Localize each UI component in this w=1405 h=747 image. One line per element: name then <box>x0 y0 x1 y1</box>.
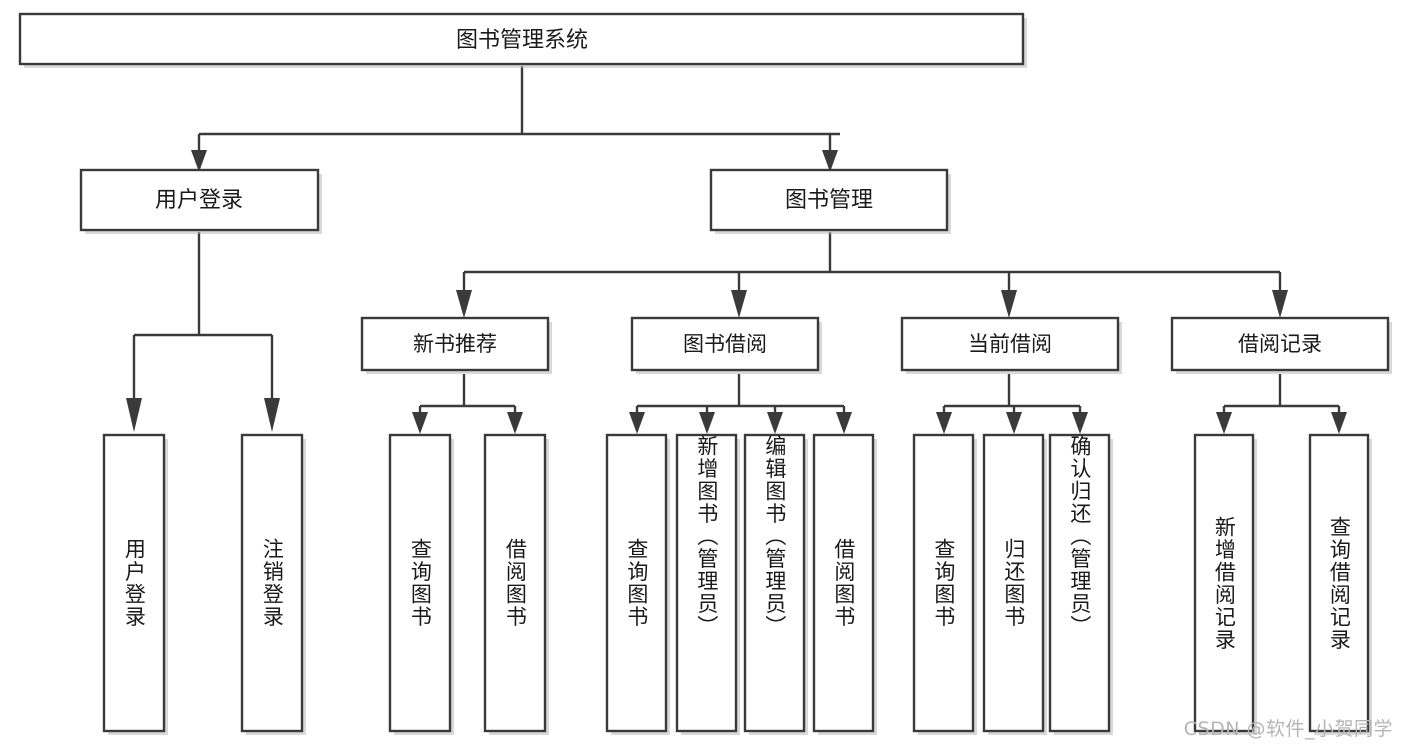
node-leaf-query-book-3[interactable] <box>912 433 977 735</box>
node-leaf-confirm-return-box <box>1048 433 1111 733</box>
node-root[interactable]: 图书管理系统 <box>18 12 1027 68</box>
node-current-borrow[interactable]: 当前借阅 <box>900 316 1122 374</box>
connectors-group <box>126 66 1347 434</box>
arrow-head-leaf-user-logout <box>264 398 280 432</box>
node-new-book-rec[interactable]: 新书推荐 <box>360 316 552 374</box>
arrow-head-leaf-add-book <box>699 412 715 434</box>
node-book-borrow[interactable]: 图书借阅 <box>630 316 822 374</box>
node-book-manage-label: 图书管理 <box>785 188 873 213</box>
arrow-head-leaf-query-book-2 <box>629 412 645 434</box>
arrow-head-leaf-query-record <box>1331 412 1347 434</box>
node-leaf-query-book-2-box <box>605 433 668 733</box>
node-current-borrow-box <box>900 316 1120 372</box>
arrow-head-leaf-borrow-book-1 <box>507 412 523 434</box>
node-leaf-query-book-2[interactable] <box>605 433 670 735</box>
node-leaf-query-book-1-box <box>388 433 452 733</box>
node-book-manage-box <box>709 168 949 232</box>
arrow-head-leaf-borrow-book-2 <box>836 412 852 434</box>
arrow-head-new-book-rec <box>456 290 472 318</box>
node-leaf-query-book-3-box <box>912 433 975 733</box>
arrow-head-borrow-record <box>1272 290 1288 318</box>
node-leaf-return-book[interactable] <box>982 433 1047 735</box>
node-leaf-add-record[interactable] <box>1193 433 1257 735</box>
node-root-box <box>18 12 1025 66</box>
arrow-head-leaf-confirm-return <box>1072 412 1088 434</box>
arrow-head-leaf-query-book-1 <box>412 412 428 434</box>
node-leaf-add-record-box <box>1193 433 1255 733</box>
arrow-head-user-login <box>191 150 207 172</box>
arrow-head-leaf-user-login <box>126 398 142 432</box>
arrow-head-leaf-add-record <box>1216 412 1232 434</box>
node-user-login[interactable]: 用户登录 <box>79 168 322 234</box>
node-borrow-record[interactable]: 借阅记录 <box>1170 316 1392 374</box>
node-borrow-record-label: 借阅记录 <box>1238 332 1322 356</box>
arrow-head-book-manage <box>822 150 838 172</box>
node-new-book-rec-box <box>360 316 550 372</box>
node-leaf-user-login[interactable] <box>102 433 168 735</box>
node-leaf-borrow-book-2[interactable] <box>812 433 877 735</box>
arrow-head-current-borrow <box>1001 290 1017 318</box>
node-leaf-edit-book-box <box>743 433 806 733</box>
arrow-head-book-borrow <box>731 290 747 318</box>
node-leaf-query-record-box <box>1308 433 1370 733</box>
node-leaf-add-book[interactable] <box>675 433 740 735</box>
csdn-watermark: CSDN @软件_小贺同学 <box>1183 718 1393 740</box>
node-book-manage[interactable]: 图书管理 <box>709 168 951 234</box>
node-leaf-query-book-1[interactable] <box>388 433 454 735</box>
node-user-login-label: 用户登录 <box>155 188 243 213</box>
node-leaf-user-logout[interactable] <box>240 433 306 735</box>
node-leaf-edit-book[interactable] <box>743 433 808 735</box>
node-root-label: 图书管理系统 <box>456 28 588 53</box>
arrow-head-leaf-return-book <box>1006 412 1022 434</box>
leaf-boxes-group <box>102 433 1372 735</box>
node-leaf-confirm-return[interactable] <box>1048 433 1113 735</box>
node-new-book-rec-label: 新书推荐 <box>413 332 497 356</box>
node-leaf-user-login-box <box>102 433 166 733</box>
node-leaf-borrow-book-1-box <box>483 433 547 733</box>
node-book-borrow-box <box>630 316 820 372</box>
arrow-head-leaf-query-book-3 <box>936 412 952 434</box>
node-book-borrow-label: 图书借阅 <box>683 332 767 356</box>
node-user-login-box <box>79 168 320 232</box>
node-leaf-user-logout-box <box>240 433 304 733</box>
node-leaf-query-record[interactable] <box>1308 433 1372 735</box>
node-borrow-record-box <box>1170 316 1390 372</box>
node-leaf-borrow-book-2-box <box>812 433 875 733</box>
node-leaf-return-book-box <box>982 433 1045 733</box>
arrow-head-leaf-edit-book <box>767 412 783 434</box>
node-leaf-borrow-book-1[interactable] <box>483 433 549 735</box>
node-leaf-add-book-box <box>675 433 738 733</box>
node-current-borrow-label: 当前借阅 <box>968 332 1052 356</box>
